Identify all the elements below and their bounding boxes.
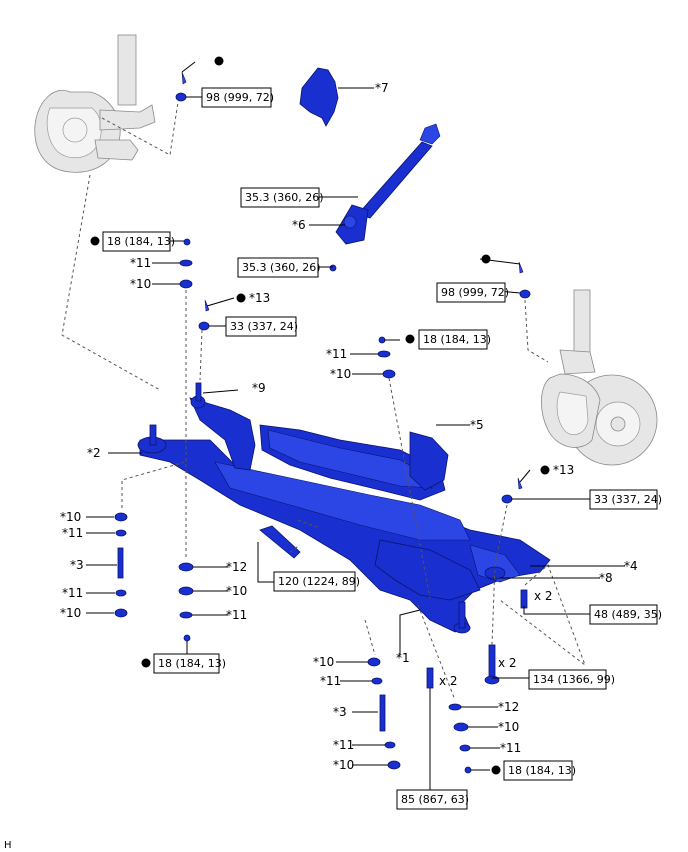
part-label: *9	[252, 381, 266, 395]
torque-value: 18 (184, 13)	[107, 235, 175, 248]
torque-value: 18 (184, 13)	[423, 333, 491, 346]
part-label: *11	[226, 608, 247, 622]
part-label: *13	[553, 463, 574, 477]
part-label: *10	[330, 367, 351, 381]
part-label: *10	[60, 606, 81, 620]
bullet-dot	[236, 293, 246, 303]
part-label: *6	[292, 218, 306, 232]
part-label: *11	[130, 256, 151, 270]
torque-value: 134 (1366, 99)	[533, 673, 615, 686]
part-label: *13	[249, 291, 270, 305]
part-label: x 2	[498, 656, 517, 670]
part-label: *11	[500, 741, 521, 755]
torque-value: 18 (184, 13)	[158, 657, 226, 670]
torque-value: 35.3 (360, 26)	[245, 191, 324, 204]
torque-box: 48 (489, 35)	[589, 604, 662, 625]
part-labels: *7 *6 *11 *10 *13 *11 *10 *9 *5 *2 *13 *…	[4, 81, 638, 851]
bullet-dot	[481, 254, 491, 264]
torque-value: 33 (337, 24)	[594, 493, 662, 506]
part-label: *11	[333, 738, 354, 752]
bullet-dot	[491, 765, 501, 775]
bullet-dot	[141, 658, 151, 668]
part-label: *12	[498, 700, 519, 714]
torque-box: 85 (867, 63)	[396, 789, 469, 810]
reference-lines	[61, 101, 587, 701]
part-label: *2	[87, 446, 101, 460]
part-label: *10	[60, 510, 81, 524]
torque-box: 33 (337, 24)	[589, 489, 662, 510]
part-label: *3	[333, 705, 347, 719]
bullet-dot	[90, 236, 100, 246]
part-label: *10	[226, 584, 247, 598]
leader-lines	[86, 61, 625, 790]
bullet-dot	[214, 56, 224, 66]
steering-intermediate-shaft	[335, 123, 441, 245]
torque-box: 18 (184, 13)	[503, 760, 576, 781]
torque-box: 18 (184, 13)	[153, 653, 226, 674]
part-label: x 2	[534, 589, 553, 603]
part-label: *12	[226, 560, 247, 574]
torque-box: 18 (184, 13)	[102, 231, 175, 252]
torque-value: 18 (184, 13)	[508, 764, 576, 777]
torque-box: 18 (184, 13)	[418, 329, 491, 350]
part-label: *11	[326, 347, 347, 361]
torque-value: 120 (1224, 89)	[278, 575, 360, 588]
torque-box: 98 (999, 72)	[201, 87, 274, 108]
torque-box: 120 (1224, 89)	[273, 571, 360, 592]
torque-value: 48 (489, 35)	[594, 608, 662, 621]
part-label: *5	[470, 418, 484, 432]
part-label: *3	[70, 558, 84, 572]
fasteners	[114, 71, 531, 774]
part-label: x 2	[439, 674, 458, 688]
torque-value: 35.3 (360, 26)	[242, 261, 321, 274]
part-label: *11	[62, 526, 83, 540]
part-label: *8	[599, 571, 613, 585]
torque-value: 85 (867, 63)	[401, 793, 469, 806]
part-label: *10	[313, 655, 334, 669]
torque-box: 98 (999, 72)	[436, 282, 509, 303]
part-label: *1	[396, 651, 410, 665]
bullet-dot	[540, 465, 550, 475]
torque-value: 98 (999, 72)	[206, 91, 274, 104]
right-knuckle-assembly	[541, 289, 658, 466]
torque-box: 134 (1366, 99)	[528, 669, 615, 690]
part-label: *4	[624, 559, 638, 573]
front-suspension-crossmember	[137, 382, 551, 634]
part-label: *11	[320, 674, 341, 688]
torque-value: 98 (999, 72)	[441, 286, 509, 299]
part-label: *10	[130, 277, 151, 291]
part-label: *10	[333, 758, 354, 772]
part-label: *11	[62, 586, 83, 600]
torque-box: 35.3 (360, 26)	[237, 257, 321, 278]
torque-value: 33 (337, 24)	[230, 320, 298, 333]
steering-column-cover	[299, 67, 339, 127]
part-label: *10	[498, 720, 519, 734]
corner-mark: H	[4, 840, 12, 851]
torque-box: 33 (337, 24)	[225, 316, 298, 337]
torque-box: 35.3 (360, 26)	[240, 187, 324, 208]
bullet-dot	[405, 334, 415, 344]
bullet-markers	[90, 56, 550, 775]
part-label: *7	[375, 81, 389, 95]
left-knuckle-assembly	[34, 34, 156, 173]
